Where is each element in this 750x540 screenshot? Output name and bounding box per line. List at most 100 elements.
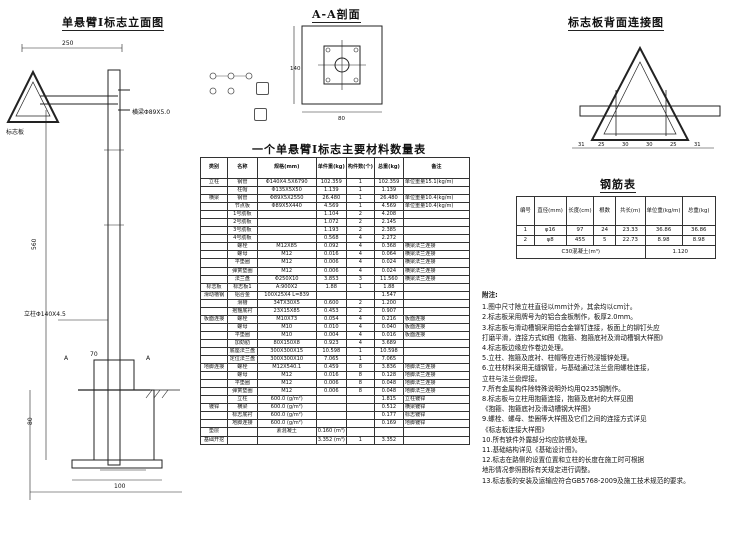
material-cell: 滑槽: [227, 298, 258, 308]
material-cell: 4: [345, 266, 375, 276]
material-cell: [199, 419, 229, 429]
material-cell: 26.480: [373, 194, 404, 204]
table-row: 1 φ16 97 24 23.33 36.86 36.86: [516, 225, 717, 236]
material-cell: 地脚法兰连接: [402, 387, 471, 397]
material-cell: M12: [256, 371, 317, 381]
material-cell: 1.139: [373, 186, 404, 196]
material-cell: M10: [256, 330, 317, 340]
material-cell: [402, 355, 471, 365]
material-cell: [199, 266, 229, 276]
material-cell: [199, 322, 229, 332]
material-cell: 8: [345, 387, 375, 397]
material-cell: M10X73: [256, 314, 317, 324]
rebar-cell: φ8: [533, 235, 567, 246]
material-cell: [256, 210, 317, 220]
material-cell: [256, 234, 317, 244]
note-line: 13.标志板的安装及运输应符合GB5768-2009及施工技术规范的要求。: [482, 476, 690, 485]
material-cell: [256, 226, 317, 236]
material-cell: 1: [345, 186, 375, 196]
material-cell: 0.016: [373, 330, 404, 340]
material-cell: 地脚法兰连接: [402, 379, 471, 389]
material-cell: 10.598: [373, 346, 404, 357]
rebar-cell: 8.98: [644, 235, 683, 246]
material-cell: 抱箍底衬: [227, 306, 258, 316]
material-cell: 4: [345, 314, 375, 324]
rebar-header-row: 编号 直径(mm) 长度(cm) 根数 共长(m) 单位重(kg/m) 总重(k…: [516, 196, 717, 226]
material-cell: 0.004: [315, 330, 347, 340]
material-cell: 标志板: [199, 282, 229, 292]
material-cell: [199, 346, 229, 357]
material-cell: [199, 242, 229, 252]
rebar-cell: 2: [516, 235, 535, 246]
material-cell: 横梁镀锌: [402, 403, 471, 413]
note-line: 打磨平滑，连接方式如图《抱箍、抱箍底衬及滑动槽钢大样图》: [482, 333, 667, 342]
material-cell: 7.065: [315, 355, 347, 365]
material-cell: 平垫圈: [227, 379, 258, 389]
image-tool-icon[interactable]: [256, 82, 269, 95]
material-cell: [402, 226, 471, 236]
material-cell: [199, 411, 229, 421]
material-cell: 0.016: [315, 250, 347, 260]
material-cell: 1号肋板: [227, 210, 258, 220]
mat-head-unit-weight: 单件重(kg): [315, 157, 347, 179]
material-cell: 板面连接: [402, 322, 471, 332]
rebar-cell: 1: [516, 225, 535, 236]
rebar-head-2: 长度(cm): [565, 196, 595, 226]
material-cell: 1.139: [315, 186, 347, 196]
material-cell: 1.547: [373, 290, 404, 300]
section-dim-side: 140: [290, 66, 301, 72]
mat-head-spec: 规格(mm): [256, 157, 317, 179]
material-cell: 立柱镀锌: [402, 395, 471, 405]
mat-head-remark: 备注: [402, 157, 471, 179]
material-cell: [345, 403, 375, 413]
material-cell: [402, 290, 471, 300]
notes-list: 1.图中尺寸除立柱直径以mm计外，其余均以cm计。2.标志板采用牌号为的铝合金板…: [482, 302, 690, 486]
material-cell: 0.048: [373, 387, 404, 397]
material-cell: 1.104: [315, 210, 347, 220]
notes-block: 附注: 1.图中尺寸除立柱直径以mm计外，其余均以cm计。2.标志板采用牌号为的…: [482, 290, 690, 486]
note-line: 10.所有铁件外露部分均应防锈处理。: [482, 435, 592, 444]
rebar-cell: 23.33: [614, 225, 646, 236]
material-cell: 8: [345, 379, 375, 389]
material-cell: 素混凝土: [256, 427, 317, 437]
note-line: 5.立柱、抱箍及底衬、柱帽等应进行热浸镀锌处理。: [482, 354, 634, 363]
material-cell: [199, 210, 229, 220]
material-cell: 600.0 (g/m²): [256, 419, 317, 429]
material-cell: [199, 258, 229, 268]
material-cell: 0.006: [315, 258, 347, 268]
material-cell: 1.815: [373, 395, 404, 405]
material-cell: 定位法兰盘: [227, 355, 258, 365]
note-line: 立柱与法兰盘焊接。: [482, 374, 542, 383]
dim-small-text: 80: [27, 417, 34, 425]
material-cell: 2: [345, 226, 375, 236]
material-cell: 板面连接: [402, 314, 471, 324]
material-cell: 底座法兰盘: [227, 346, 258, 357]
material-cell: 1: [345, 194, 375, 204]
material-cell: 4.208: [373, 210, 404, 220]
selection-handles[interactable]: [208, 66, 253, 95]
section-dim-bottom: 80: [338, 116, 345, 122]
material-cell: 节点板: [227, 202, 258, 212]
material-cell: M12X540.1: [256, 363, 317, 373]
material-cell: 300X300X10: [256, 355, 317, 365]
material-cell: 2.385: [373, 226, 404, 236]
material-cell: 3.853: [315, 274, 347, 284]
material-cell: Φ89X5X440: [256, 202, 317, 212]
material-cell: 平垫圈: [227, 258, 258, 268]
materials-header-row: 类别 名称 规格(mm) 单件重(kg) 构件数(个) 总重(kg) 备注: [199, 157, 471, 179]
back-view-drawing: 31 25 30 30 25 31: [572, 45, 721, 149]
material-cell: 0.568: [315, 234, 347, 244]
material-cell: [199, 202, 229, 212]
crop-tool-icon[interactable]: [254, 108, 267, 121]
material-cell: 横梁法兰连接: [402, 258, 471, 268]
material-cell: 基础开挖: [199, 435, 229, 445]
